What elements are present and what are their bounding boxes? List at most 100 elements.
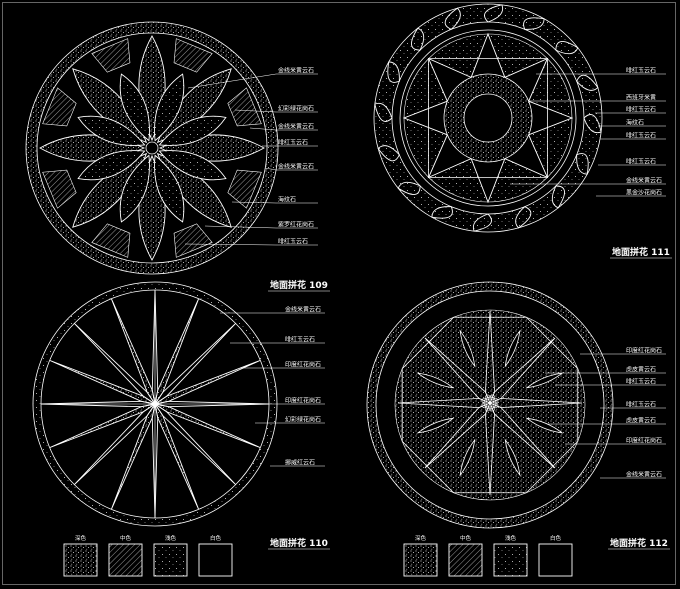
material-label: 啡红玉云石 bbox=[626, 158, 656, 166]
legend-label: 中色 bbox=[460, 534, 472, 542]
drawing-title-112: 地面拼花 112 bbox=[610, 537, 668, 549]
material-label: 海纹石 bbox=[278, 196, 296, 204]
border-leaf bbox=[431, 206, 453, 219]
border-leaf bbox=[555, 41, 579, 55]
material-label: 印度红花岗石 bbox=[285, 361, 321, 369]
hatched-wedge bbox=[173, 223, 213, 258]
material-label: 幻彩绿花岗石 bbox=[278, 105, 314, 113]
border-leaf bbox=[484, 4, 504, 23]
border-leaf bbox=[576, 153, 589, 175]
border-leaf bbox=[576, 74, 599, 91]
hatched-wedge bbox=[173, 38, 213, 73]
material-label: 啡红玉云石 bbox=[626, 67, 656, 75]
border-leaf bbox=[551, 185, 565, 209]
legend-swatch bbox=[63, 543, 98, 577]
star-point bbox=[154, 403, 236, 485]
star-point bbox=[74, 323, 156, 405]
star-ray bbox=[424, 337, 491, 404]
hatched-wedge bbox=[91, 38, 131, 73]
drawing-112 bbox=[366, 281, 614, 529]
material-label: 虎皮黄云石 bbox=[626, 366, 656, 374]
lens-inlay bbox=[416, 372, 455, 389]
material-label: 金线米黄云石 bbox=[626, 471, 662, 479]
hatched-wedge bbox=[42, 87, 77, 127]
lens-inlay bbox=[416, 417, 455, 434]
material-label: 金线米黄云石 bbox=[278, 67, 314, 75]
material-legend-right: 深色 中色 浅色 白色 bbox=[403, 534, 573, 577]
border-leaf bbox=[387, 61, 400, 83]
material-label: 啡红玉云石 bbox=[278, 238, 308, 246]
drawing-110 bbox=[32, 281, 278, 527]
inner-petal-fill bbox=[159, 116, 226, 146]
radial-star-pattern bbox=[397, 310, 583, 496]
leader-labels: 金线米黄云石幻彩绿花岗石金线米黄云石啡红玉云石金线米黄云石海纹石紫罗红花岗石啡红… bbox=[184, 67, 666, 479]
lotus-petals bbox=[39, 35, 265, 261]
legend-label: 深色 bbox=[75, 534, 87, 542]
drawing-title-111: 地面拼花 111 bbox=[612, 246, 670, 258]
star-point bbox=[154, 323, 236, 405]
material-label: 啡红玉云石 bbox=[626, 401, 656, 409]
material-label: 啡红玉云石 bbox=[278, 139, 308, 147]
leaf-border bbox=[374, 4, 602, 232]
material-label: 海纹石 bbox=[626, 119, 644, 127]
legend-label: 浅色 bbox=[505, 534, 517, 542]
hatched-wedge bbox=[227, 87, 262, 127]
drawing-111 bbox=[373, 3, 603, 233]
material-label: 啡红玉云石 bbox=[285, 336, 315, 344]
material-label: 啡红玉云石 bbox=[626, 106, 656, 114]
lens-inlay bbox=[504, 438, 521, 477]
inner-petal-fill bbox=[78, 150, 145, 180]
legend-swatch bbox=[198, 543, 233, 577]
border-leaf bbox=[411, 27, 425, 51]
legend-swatch bbox=[108, 543, 143, 577]
legend-label: 白色 bbox=[550, 534, 562, 542]
border-leaf bbox=[377, 145, 400, 162]
drawing-109 bbox=[25, 21, 279, 275]
material-label: 金线米黄云石 bbox=[626, 177, 662, 185]
inner-petal-fill bbox=[120, 155, 150, 222]
inner-petal-fill bbox=[154, 74, 184, 141]
legend-label: 浅色 bbox=[165, 534, 177, 542]
star-square bbox=[428, 58, 548, 178]
legend-swatch bbox=[538, 543, 573, 577]
material-label: 虎皮黄云石 bbox=[626, 417, 656, 425]
inner-petal-fill bbox=[154, 155, 184, 222]
star-point bbox=[74, 403, 156, 485]
border-leaf bbox=[515, 206, 532, 229]
hatched-wedge bbox=[227, 169, 262, 209]
legend-swatch bbox=[153, 543, 188, 577]
border-leaf bbox=[472, 213, 492, 232]
lens-inlay bbox=[525, 417, 564, 434]
border-leaf bbox=[374, 102, 393, 122]
lens-inlay bbox=[459, 438, 476, 477]
lens-inlay bbox=[504, 329, 521, 368]
legend-swatch bbox=[493, 543, 528, 577]
material-label: 紫罗红花岗石 bbox=[278, 221, 314, 229]
border-leaf bbox=[583, 114, 602, 134]
legend-label: 中色 bbox=[120, 534, 132, 542]
hatched-wedge bbox=[42, 169, 77, 209]
border-leaf bbox=[444, 7, 461, 30]
material-label: 黑金沙花岗石 bbox=[626, 189, 662, 197]
material-label: 印度红花岗石 bbox=[626, 437, 662, 445]
border-leaf bbox=[523, 17, 545, 30]
material-label: 印度红花岗石 bbox=[626, 347, 662, 355]
material-label: 啡红玉云石 bbox=[626, 132, 656, 140]
legend-label: 深色 bbox=[415, 534, 427, 542]
material-label: 幻彩绿花岗石 bbox=[285, 416, 321, 424]
drawing-title-110: 地面拼花 110 bbox=[270, 537, 328, 549]
material-label: 印度红花岗石 bbox=[285, 397, 321, 405]
material-label: 挪威红云石 bbox=[285, 459, 315, 467]
legend-swatch bbox=[403, 543, 438, 577]
material-label: 金线米黄云石 bbox=[285, 306, 321, 314]
legend-label: 白色 bbox=[210, 534, 222, 542]
legend-swatch bbox=[448, 543, 483, 577]
sixteen-point-star bbox=[40, 289, 270, 519]
hatched-wedge bbox=[91, 223, 131, 258]
inner-petal-fill bbox=[159, 150, 226, 180]
material-label: 金线米黄云石 bbox=[278, 123, 314, 131]
material-label: 金线米黄云石 bbox=[278, 163, 314, 171]
inner-petal-fill bbox=[120, 74, 150, 141]
inner-petal-fill bbox=[78, 116, 145, 146]
